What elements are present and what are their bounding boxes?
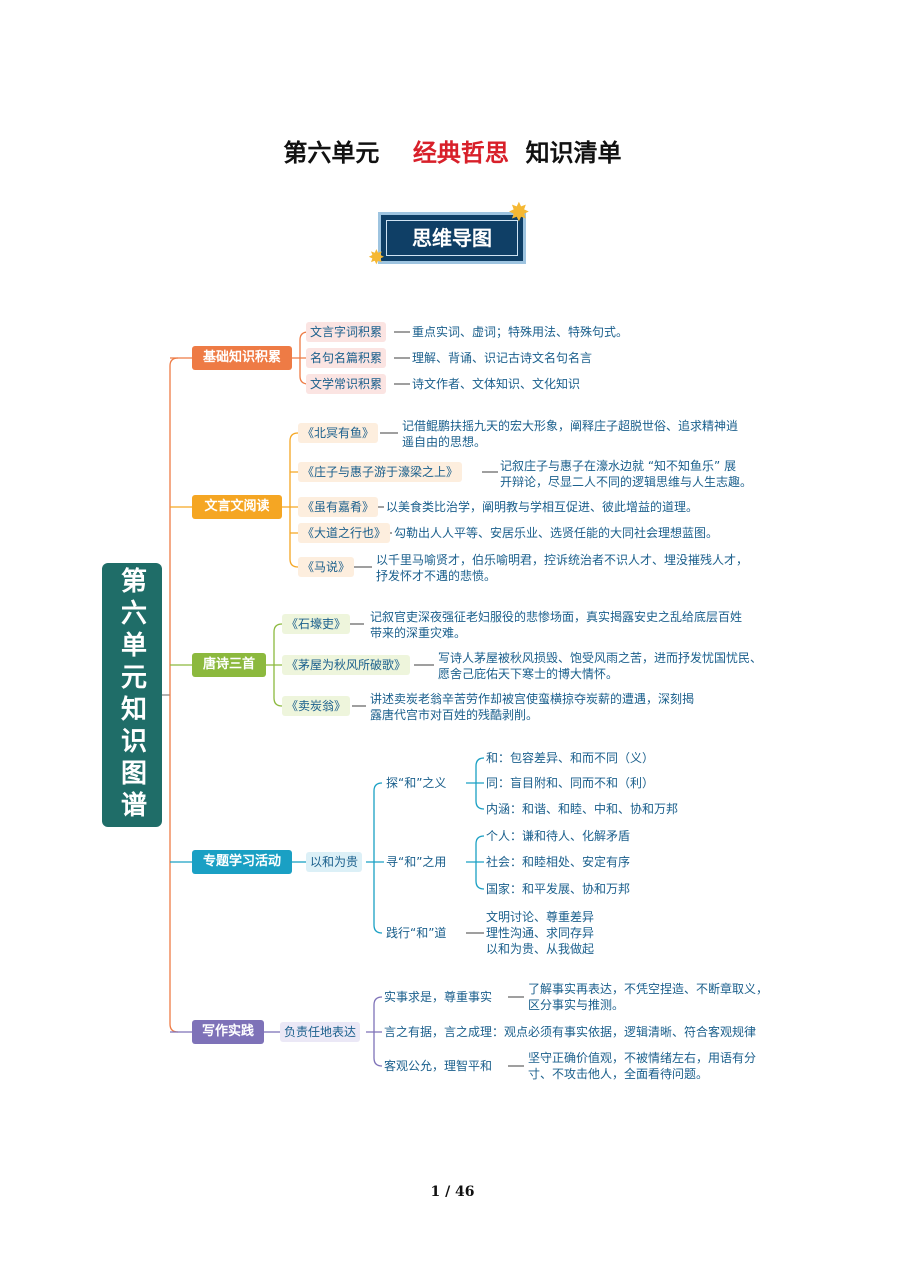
project-group-item: 国家：和平发展、协和万邦 xyxy=(486,882,631,896)
reading-item-label: 《虽有嘉肴》 xyxy=(298,497,379,517)
basic-item-label: 名句名篇积累 xyxy=(306,348,387,368)
reading-item-line1: 勾勒出人人平等、安居乐业、选贤任能的大同社会理想蓝图。 xyxy=(394,526,719,540)
project-group-item: 以和为贵、从我做起 xyxy=(486,942,595,956)
writing-item-line1: 了解事实再表达，不凭空捏造、不断章取义， xyxy=(528,982,769,996)
reading-item-line2: 遥自由的思想。 xyxy=(402,435,487,449)
poem-item-line1: 记叙官吏深夜强征老妇服役的悲惨场面，真实揭露安史之乱给底层百姓 xyxy=(370,610,743,624)
project-group-item: 同：盲目附和、同而不和（利） xyxy=(486,776,655,790)
basic-item-label: 文言字词积累 xyxy=(306,322,387,342)
title-highlight: 经典哲思 xyxy=(412,139,509,167)
basic-item-desc: 重点实词、虚词；特殊用法、特殊句式。 xyxy=(412,325,629,339)
project-group-item: 和：包容差异、和而不同（义） xyxy=(486,751,655,765)
star-icon: ✸ xyxy=(368,245,385,269)
writing-item-line1: 坚守正确价值观，不被情绪左右，用语有分 xyxy=(528,1051,757,1065)
poem-item-line2: 愿舍己庇佑天下寒士的博大情怀。 xyxy=(438,667,619,681)
poem-item-line1: 写诗人茅屋被秋风损毁、饱受风雨之苦，进而抒发忧国忧民、 xyxy=(438,651,763,665)
project-group-label: 探“和”之义 xyxy=(386,776,447,790)
project-hub: 以和为贵 xyxy=(306,852,363,872)
writing-item-line2: 区分事实与推测。 xyxy=(528,998,625,1012)
category-project: 专题学习活动 xyxy=(192,850,292,874)
project-group-item: 个人：谦和待人、化解矛盾 xyxy=(486,829,631,843)
writing-item-line2: 寸、不攻击他人，全面看待问题。 xyxy=(528,1067,709,1081)
reading-item-line1: 以美食类比治学，阐明教与学相互促进、彼此增益的道理。 xyxy=(386,500,699,514)
page-number: 1 / 46 xyxy=(430,1184,475,1200)
page-title: 第六单元 经典哲思 知识清单 xyxy=(0,133,905,168)
poem-item-label: 《卖炭翁》 xyxy=(282,696,351,716)
project-group-item: 社会：和睦相处、安定有序 xyxy=(486,855,631,869)
star-icon: ✸ xyxy=(508,198,530,228)
project-group-item: 理性沟通、求同存异 xyxy=(486,926,595,940)
reading-item-label: 《马说》 xyxy=(298,557,355,577)
root-label: 第六单元知识图谱 xyxy=(116,567,147,823)
project-group-item: 文明讨论、尊重差异 xyxy=(486,910,595,924)
writing-item-label: 客观公允，理智平和 xyxy=(384,1059,493,1073)
reading-item-line2: 抒发怀才不遇的悲愤。 xyxy=(376,569,497,583)
poem-item-label: 《茅屋为秋风所破歌》 xyxy=(282,655,411,675)
writing-item-label: 实事求是，尊重事实 xyxy=(384,990,493,1004)
poem-item-line1: 讲述卖炭老翁辛苦劳作却被宫使蛮横掠夺炭薪的遭遇，深刻揭 xyxy=(370,692,695,706)
mindmap-banner: 思维导图 xyxy=(378,212,526,264)
project-group-label: 践行“和”道 xyxy=(386,926,447,940)
poem-item-line2: 带来的深重灾难。 xyxy=(370,626,467,640)
title-suffix: 知识清单 xyxy=(525,139,622,167)
reading-item-line1: 记叙庄子与惠子在濠水边就 “知不知鱼乐” 展 xyxy=(500,459,737,473)
reading-item-label: 《北冥有鱼》 xyxy=(298,423,379,443)
project-group-item: 内涵：和谐、和睦、中和、协和万邦 xyxy=(486,802,679,816)
reading-item-line2: 开辩论，尽显二人不同的逻辑思维与人生志趣。 xyxy=(500,475,753,489)
writing-hub: 负责任地表达 xyxy=(280,1022,361,1042)
category-reading: 文言文阅读 xyxy=(192,495,282,519)
reading-item-label: 《庄子与惠子游于濠梁之上》 xyxy=(298,462,463,482)
category-poems: 唐诗三首 xyxy=(192,653,266,677)
reading-item-label: 《大道之行也》 xyxy=(298,523,391,543)
root-node: 第六单元知识图谱 xyxy=(102,563,162,827)
category-basic: 基础知识积累 xyxy=(192,346,292,370)
title-prefix: 第六单元 xyxy=(283,139,380,167)
banner-label: 思维导图 xyxy=(386,220,518,256)
writing-item-label: 言之有据，言之成理：观点必须有事实依据，逻辑清晰、符合客观规律 xyxy=(384,1025,757,1039)
poem-item-label: 《石壕吏》 xyxy=(282,614,351,634)
basic-item-label: 文学常识积累 xyxy=(306,374,387,394)
poem-item-line2: 露唐代宫市对百姓的残酷剥削。 xyxy=(370,708,539,722)
category-writing: 写作实践 xyxy=(192,1020,264,1044)
project-group-label: 寻“和”之用 xyxy=(386,855,447,869)
basic-item-desc: 诗文作者、文体知识、文化知识 xyxy=(412,377,581,391)
reading-item-line1: 以千里马喻贤才，伯乐喻明君，控诉统治者不识人才、埋没摧残人才， xyxy=(376,553,749,567)
reading-item-line1: 记借鲲鹏扶摇九天的宏大形象，阐释庄子超脱世俗、追求精神逍 xyxy=(402,419,739,433)
basic-item-desc: 理解、背诵、识记古诗文名句名言 xyxy=(412,351,593,365)
